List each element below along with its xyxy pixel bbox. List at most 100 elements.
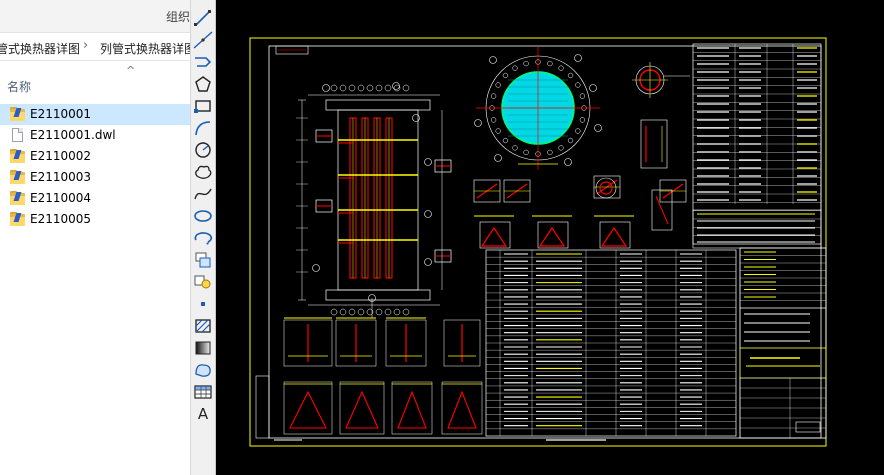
- file-list-item[interactable]: E2110001: [0, 104, 190, 125]
- ellipse-arc-icon[interactable]: [192, 228, 214, 248]
- file-list-item[interactable]: E2110002: [0, 146, 190, 167]
- breadcrumb-item[interactable]: 管式换热器详图: [0, 42, 81, 56]
- rectangle-icon[interactable]: [192, 96, 214, 116]
- drawing-linework: [384, 308, 392, 316]
- flange-section-detail: [339, 381, 385, 435]
- drawing-linework: [345, 390, 379, 429]
- bolt-hole: [575, 128, 581, 134]
- dwg-file-icon: [10, 149, 26, 163]
- callout-balloon: [564, 158, 572, 166]
- file-list-item[interactable]: E2110003: [0, 167, 190, 188]
- nozzle-detail: [283, 319, 333, 367]
- dwg-file-icon: [10, 107, 26, 121]
- breadcrumb[interactable]: 管式换热器详图 › 列管式换热器详图: [0, 34, 190, 61]
- drawing-linework: [348, 84, 356, 92]
- drawing-linework: [339, 84, 347, 92]
- drawing-linework: [600, 226, 628, 247]
- vessel-top-flange: [325, 99, 431, 111]
- file-list-item[interactable]: E2110004: [0, 188, 190, 209]
- insert-block-icon[interactable]: [192, 250, 214, 270]
- circle-icon[interactable]: [192, 140, 214, 160]
- arc-icon[interactable]: [192, 118, 214, 138]
- drawing-linework: [599, 221, 631, 249]
- bolt-hole: [579, 117, 586, 123]
- point-icon[interactable]: [192, 294, 214, 314]
- company-block: [739, 347, 827, 379]
- file-name: E2110002: [30, 149, 92, 163]
- revision-cloud-icon[interactable]: [192, 162, 214, 182]
- callout-balloon: [424, 210, 432, 218]
- drawing-linework: [289, 390, 327, 429]
- support-detail: [651, 189, 673, 231]
- make-block-icon[interactable]: [192, 272, 214, 292]
- construction-line-icon[interactable]: [192, 30, 214, 50]
- drawing-linework: [366, 84, 374, 92]
- bolt-hole: [567, 72, 574, 79]
- drawing-linework: [393, 84, 401, 92]
- drawing-linework: [384, 84, 392, 92]
- flange-section-detail: [441, 381, 483, 435]
- drawing-linework: [447, 390, 477, 429]
- draw-toolbar: A: [190, 0, 216, 475]
- polygon-icon[interactable]: [192, 74, 214, 94]
- drawing-linework: [655, 195, 669, 225]
- drawing-linework: [393, 308, 401, 316]
- nozzle-detail: [443, 319, 481, 367]
- polyline-icon[interactable]: [192, 52, 214, 72]
- drawing-sheet: [249, 37, 827, 447]
- file-name: E2110001: [30, 107, 92, 121]
- callout-balloon: [494, 154, 502, 162]
- bolt-hole: [575, 82, 581, 88]
- bolt-hole: [495, 128, 501, 134]
- column-header-name[interactable]: 名称: [7, 80, 32, 94]
- file-list-item[interactable]: E2110001.dwl: [0, 125, 190, 146]
- hatch-icon[interactable]: [192, 316, 214, 336]
- vessel-bottom-flange: [325, 289, 431, 301]
- callout-balloon: [424, 158, 432, 166]
- drawing-linework: [348, 308, 356, 316]
- drawing-linework: [479, 221, 511, 249]
- drawing-linework: [599, 181, 613, 195]
- table-icon[interactable]: [192, 382, 214, 402]
- callout-balloon: [392, 82, 400, 90]
- ellipse-icon[interactable]: [192, 206, 214, 226]
- drawing-linework: [366, 308, 374, 316]
- chevron-right-icon: ›: [83, 38, 89, 53]
- callout-balloon: [589, 84, 597, 92]
- drawing-linework: [402, 84, 410, 92]
- dwg-file-icon: [10, 212, 26, 226]
- bolt-hole: [547, 149, 553, 156]
- cad-drawing-canvas[interactable]: [216, 0, 884, 475]
- callout-balloon: [594, 124, 602, 132]
- sort-ascending-icon[interactable]: ^: [126, 64, 136, 77]
- multiline-text-icon[interactable]: A: [197, 405, 209, 423]
- dwg-file-icon: [10, 170, 26, 184]
- region-icon[interactable]: [192, 360, 214, 380]
- drawing-linework: [339, 308, 347, 316]
- drawing-linework: [357, 308, 365, 316]
- callout-balloon: [424, 258, 432, 266]
- bolt-hole: [547, 60, 553, 67]
- file-name: E2110003: [30, 170, 92, 184]
- callout-balloon: [312, 264, 320, 272]
- drawing-linework: [538, 226, 566, 247]
- callout-balloon: [322, 84, 330, 92]
- breadcrumb-item[interactable]: 列管式换热器详图: [100, 42, 190, 56]
- ribbon-group-organize[interactable]: 组织: [166, 10, 190, 24]
- gradient-icon[interactable]: [192, 338, 214, 358]
- callout-balloon: [474, 119, 482, 127]
- spline-icon[interactable]: [192, 184, 214, 204]
- bolt-hole: [558, 145, 564, 151]
- line-icon[interactable]: [192, 8, 214, 28]
- file-list-item[interactable]: E2110005: [0, 209, 190, 230]
- drawing-linework: [375, 308, 383, 316]
- title-block: [739, 247, 827, 439]
- bolt-hole: [558, 65, 564, 71]
- nozzle-detail: [335, 319, 377, 367]
- sheet-outer-border: [249, 37, 827, 447]
- dwg-file-icon: [10, 191, 26, 205]
- bolt-hole: [567, 137, 574, 144]
- pipe-section: [595, 177, 617, 199]
- drawing-linework: [537, 221, 569, 249]
- drawing-linework: [330, 84, 338, 92]
